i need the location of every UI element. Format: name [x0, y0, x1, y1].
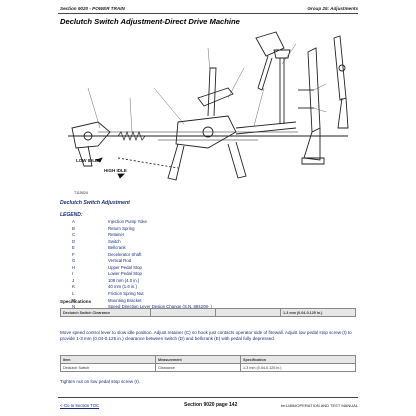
spec-table-2: Item Measurement Specification Declutch …: [60, 354, 356, 373]
legend-item: B Return Spring: [72, 226, 352, 233]
legend-value: Friction Spring Nut: [108, 291, 144, 297]
legend-key: I: [72, 271, 74, 277]
legend-key: F: [72, 251, 75, 257]
legend-key: C: [72, 232, 76, 238]
legend-item: K 40 mm (1.6 in.): [72, 284, 352, 291]
legend-item: E Bellcrank: [72, 245, 352, 252]
closing-instruction: Tighten nut on low pedal stop screw (I).: [60, 379, 141, 384]
figure-caption: Declutch Switch Adjustment: [60, 200, 130, 206]
legend-key: D: [72, 238, 76, 244]
legend-value: Bellcrank: [108, 245, 126, 251]
legend-item: J 108 mm (4.0 in.): [72, 278, 352, 285]
legend-value: 108 mm (4.0 in.): [108, 277, 140, 283]
table-row: Declutch Switch Clearance 1-3 mm (0.04-0…: [60, 363, 356, 373]
col-specification: Specification: [240, 354, 356, 365]
manual-name: tm1485#OPERATION AND TEST MANUAL: [280, 403, 358, 408]
procedure-paragraph: Move speed control lever to slow idle po…: [60, 330, 352, 341]
legend-key: A: [72, 219, 75, 224]
spec-item: Declutch Switch Clearance: [60, 307, 151, 318]
legend-key: N: [72, 304, 76, 310]
legend-key: H: [72, 264, 76, 270]
page-number: Section 9020 page 142: [184, 402, 238, 408]
legend-key: L: [72, 291, 75, 297]
spec-value: 1-3 mm (0.04-0.125 in.): [280, 307, 356, 318]
header-divider: [58, 13, 358, 14]
legend-item: I Lower Pedal Stop: [72, 271, 352, 278]
col-measurement: Measurement: [155, 354, 241, 365]
legend-value: Upper Pedal Stop: [108, 264, 142, 270]
legend-value: Retainer: [108, 232, 125, 238]
figure-id: T115024: [74, 191, 88, 195]
legend-key: J: [72, 277, 75, 283]
legend-value: Lower Pedal Stop: [108, 271, 142, 277]
high-idle-label: HIGH IDLE: [104, 168, 127, 173]
table-row: Declutch Switch Clearance 1-3 mm (0.04-0…: [60, 307, 356, 318]
legend-key: K: [72, 284, 75, 290]
legend-value: Mounting Bracket: [108, 297, 142, 303]
declutch-linkage-diagram: LOW IDLE HIGH IDLE T115024: [68, 31, 349, 195]
legend-value: 40 mm (1.6 in.): [108, 284, 137, 290]
specifications-title: Specifications: [60, 299, 92, 304]
section-toc-link[interactable]: <-Go to Section TOC: [60, 403, 100, 408]
legend-key: M: [72, 297, 76, 303]
legend-value: Vertical Rod: [108, 258, 132, 264]
legend-item: F Decelerator Shaft: [72, 252, 352, 259]
col-item: Item: [60, 354, 156, 365]
spec-blank: [150, 307, 216, 318]
legend-value: Injection Pump Yoke: [108, 219, 147, 224]
legend-item: D Switch: [72, 239, 352, 246]
legend-item: N Speed Direction Lever Design Change (S.…: [72, 304, 352, 311]
legend-key: G: [72, 258, 76, 264]
header-group: Group 25: Adjustments: [307, 6, 358, 11]
spec-blank: [215, 307, 281, 318]
legend-item: M Mounting Bracket: [72, 298, 352, 305]
legend-value: Return Spring: [108, 225, 135, 231]
page-title: Declutch Switch Adjustment-Direct Drive …: [60, 17, 240, 26]
cell-measurement: Clearance: [155, 363, 241, 373]
spec-table: Declutch Switch Clearance 1-3 mm (0.04-0…: [60, 307, 356, 318]
header-section: Section 9020 - POWER TRAIN: [60, 6, 125, 11]
legend-key: E: [72, 245, 75, 251]
table-header-row: Item Measurement Specification: [60, 354, 356, 365]
legend-item: H Upper Pedal Stop: [72, 265, 352, 272]
legend-key: B: [72, 225, 75, 231]
legend-value: Switch: [108, 238, 121, 244]
legend-item: A Injection Pump Yoke: [72, 219, 352, 226]
legend-item: L Friction Spring Nut: [72, 291, 352, 298]
cell-item: Declutch Switch: [60, 363, 156, 373]
legend-value: Speed Direction Lever Design Change (S.N…: [108, 304, 212, 310]
cell-specification: 1-3 mm (0.04-0.125 in.): [240, 363, 356, 373]
legend-item: C Retainer: [72, 232, 352, 239]
legend-title: LEGEND:: [60, 212, 83, 218]
footer-divider: [58, 397, 358, 398]
low-idle-label: LOW IDLE: [76, 158, 98, 163]
legend-value: Decelerator Shaft: [108, 251, 142, 257]
legend-item: G Vertical Rod: [72, 258, 352, 265]
